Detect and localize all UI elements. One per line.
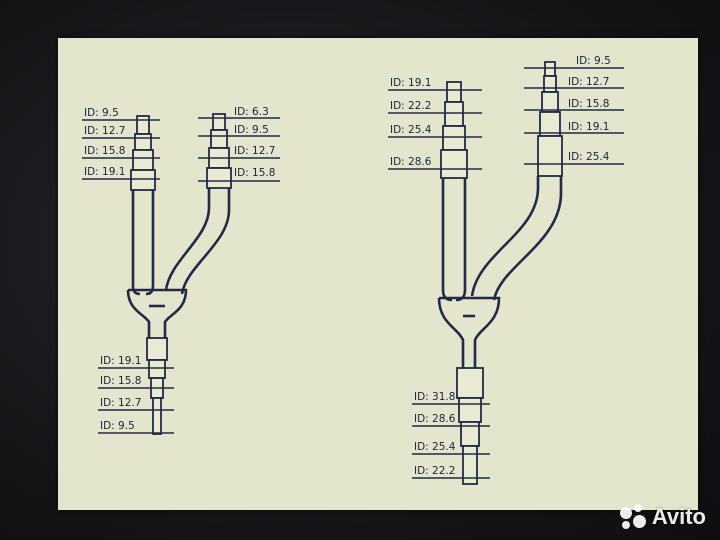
small-left-label-4: ID: 19.1	[84, 166, 125, 178]
small-right-step-1	[212, 113, 226, 131]
small-trunk-step-1	[146, 337, 168, 361]
large-right-step-2	[543, 75, 557, 93]
large-left-step-4	[440, 149, 468, 179]
large-right-step-3	[541, 91, 559, 113]
large-left-branch-tube	[441, 178, 467, 302]
y-joint-diagram: ID: 9.5 ID: 12.7 ID: 15.8 ID: 19.1 ID: 6…	[82, 55, 624, 485]
small-left-step-4	[130, 169, 156, 191]
avito-logo-icon	[619, 504, 646, 530]
large-right-label-1: ID: 9.5	[576, 55, 611, 67]
small-right-label-1: ID: 6.3	[234, 106, 269, 118]
small-right-step-2	[210, 129, 228, 149]
small-joint-body	[126, 288, 188, 338]
avito-watermark: Avito	[619, 504, 706, 530]
large-trunk-label-1: ID: 31.8	[414, 391, 455, 403]
large-left-step-1	[446, 81, 462, 103]
small-trunk-step-2	[148, 359, 166, 379]
large-left-label-3: ID: 25.4	[390, 124, 432, 136]
large-right-label-5: ID: 25.4	[568, 151, 610, 163]
small-y-joint: ID: 9.5 ID: 12.7 ID: 15.8 ID: 19.1 ID: 6…	[82, 106, 280, 435]
small-right-branch-tube	[164, 188, 231, 295]
diagram-panel: ID: 9.5 ID: 12.7 ID: 15.8 ID: 19.1 ID: 6…	[58, 38, 698, 510]
large-right-branch-tube	[470, 176, 563, 301]
large-left-label-2: ID: 22.2	[390, 100, 431, 112]
large-trunk-label-2: ID: 28.6	[414, 413, 456, 425]
large-trunk-label-4: ID: 22.2	[414, 465, 455, 477]
small-right-label-4: ID: 15.8	[234, 167, 275, 179]
small-left-label-1: ID: 9.5	[84, 107, 119, 119]
watermark-text: Avito	[651, 504, 706, 529]
large-right-label-4: ID: 19.1	[568, 121, 609, 133]
small-right-step-4	[206, 167, 232, 189]
large-y-joint: ID: 19.1 ID: 22.2 ID: 25.4 ID: 28.6 ID: …	[388, 55, 624, 485]
large-right-label-2: ID: 12.7	[568, 76, 609, 88]
small-trunk-label-1: ID: 19.1	[100, 355, 141, 367]
large-left-step-2	[444, 101, 464, 127]
large-trunk-step-2	[458, 397, 482, 423]
large-trunk-label-3: ID: 25.4	[414, 441, 456, 453]
large-left-label-1: ID: 19.1	[390, 77, 431, 89]
small-left-step-2	[134, 133, 152, 151]
small-right-label-3: ID: 12.7	[234, 145, 275, 157]
large-right-step-1	[544, 61, 556, 77]
small-trunk-label-3: ID: 12.7	[100, 397, 141, 409]
small-right-label-2: ID: 9.5	[234, 124, 269, 136]
large-trunk-step-1	[456, 367, 484, 399]
small-trunk-step-4	[152, 397, 162, 435]
small-left-step-1	[136, 115, 150, 135]
small-left-step-3	[132, 149, 154, 171]
large-right-label-3: ID: 15.8	[568, 98, 609, 110]
small-left-branch-tube	[131, 190, 155, 296]
large-left-step-3	[442, 125, 466, 151]
large-left-label-4: ID: 28.6	[390, 156, 432, 168]
large-trunk-step-4	[462, 445, 478, 485]
small-trunk-label-4: ID: 9.5	[100, 420, 135, 432]
small-left-label-2: ID: 12.7	[84, 125, 125, 137]
large-right-step-5	[537, 135, 563, 177]
large-joint-body	[437, 296, 501, 368]
small-trunk-label-2: ID: 15.8	[100, 375, 141, 387]
small-left-label-3: ID: 15.8	[84, 145, 125, 157]
